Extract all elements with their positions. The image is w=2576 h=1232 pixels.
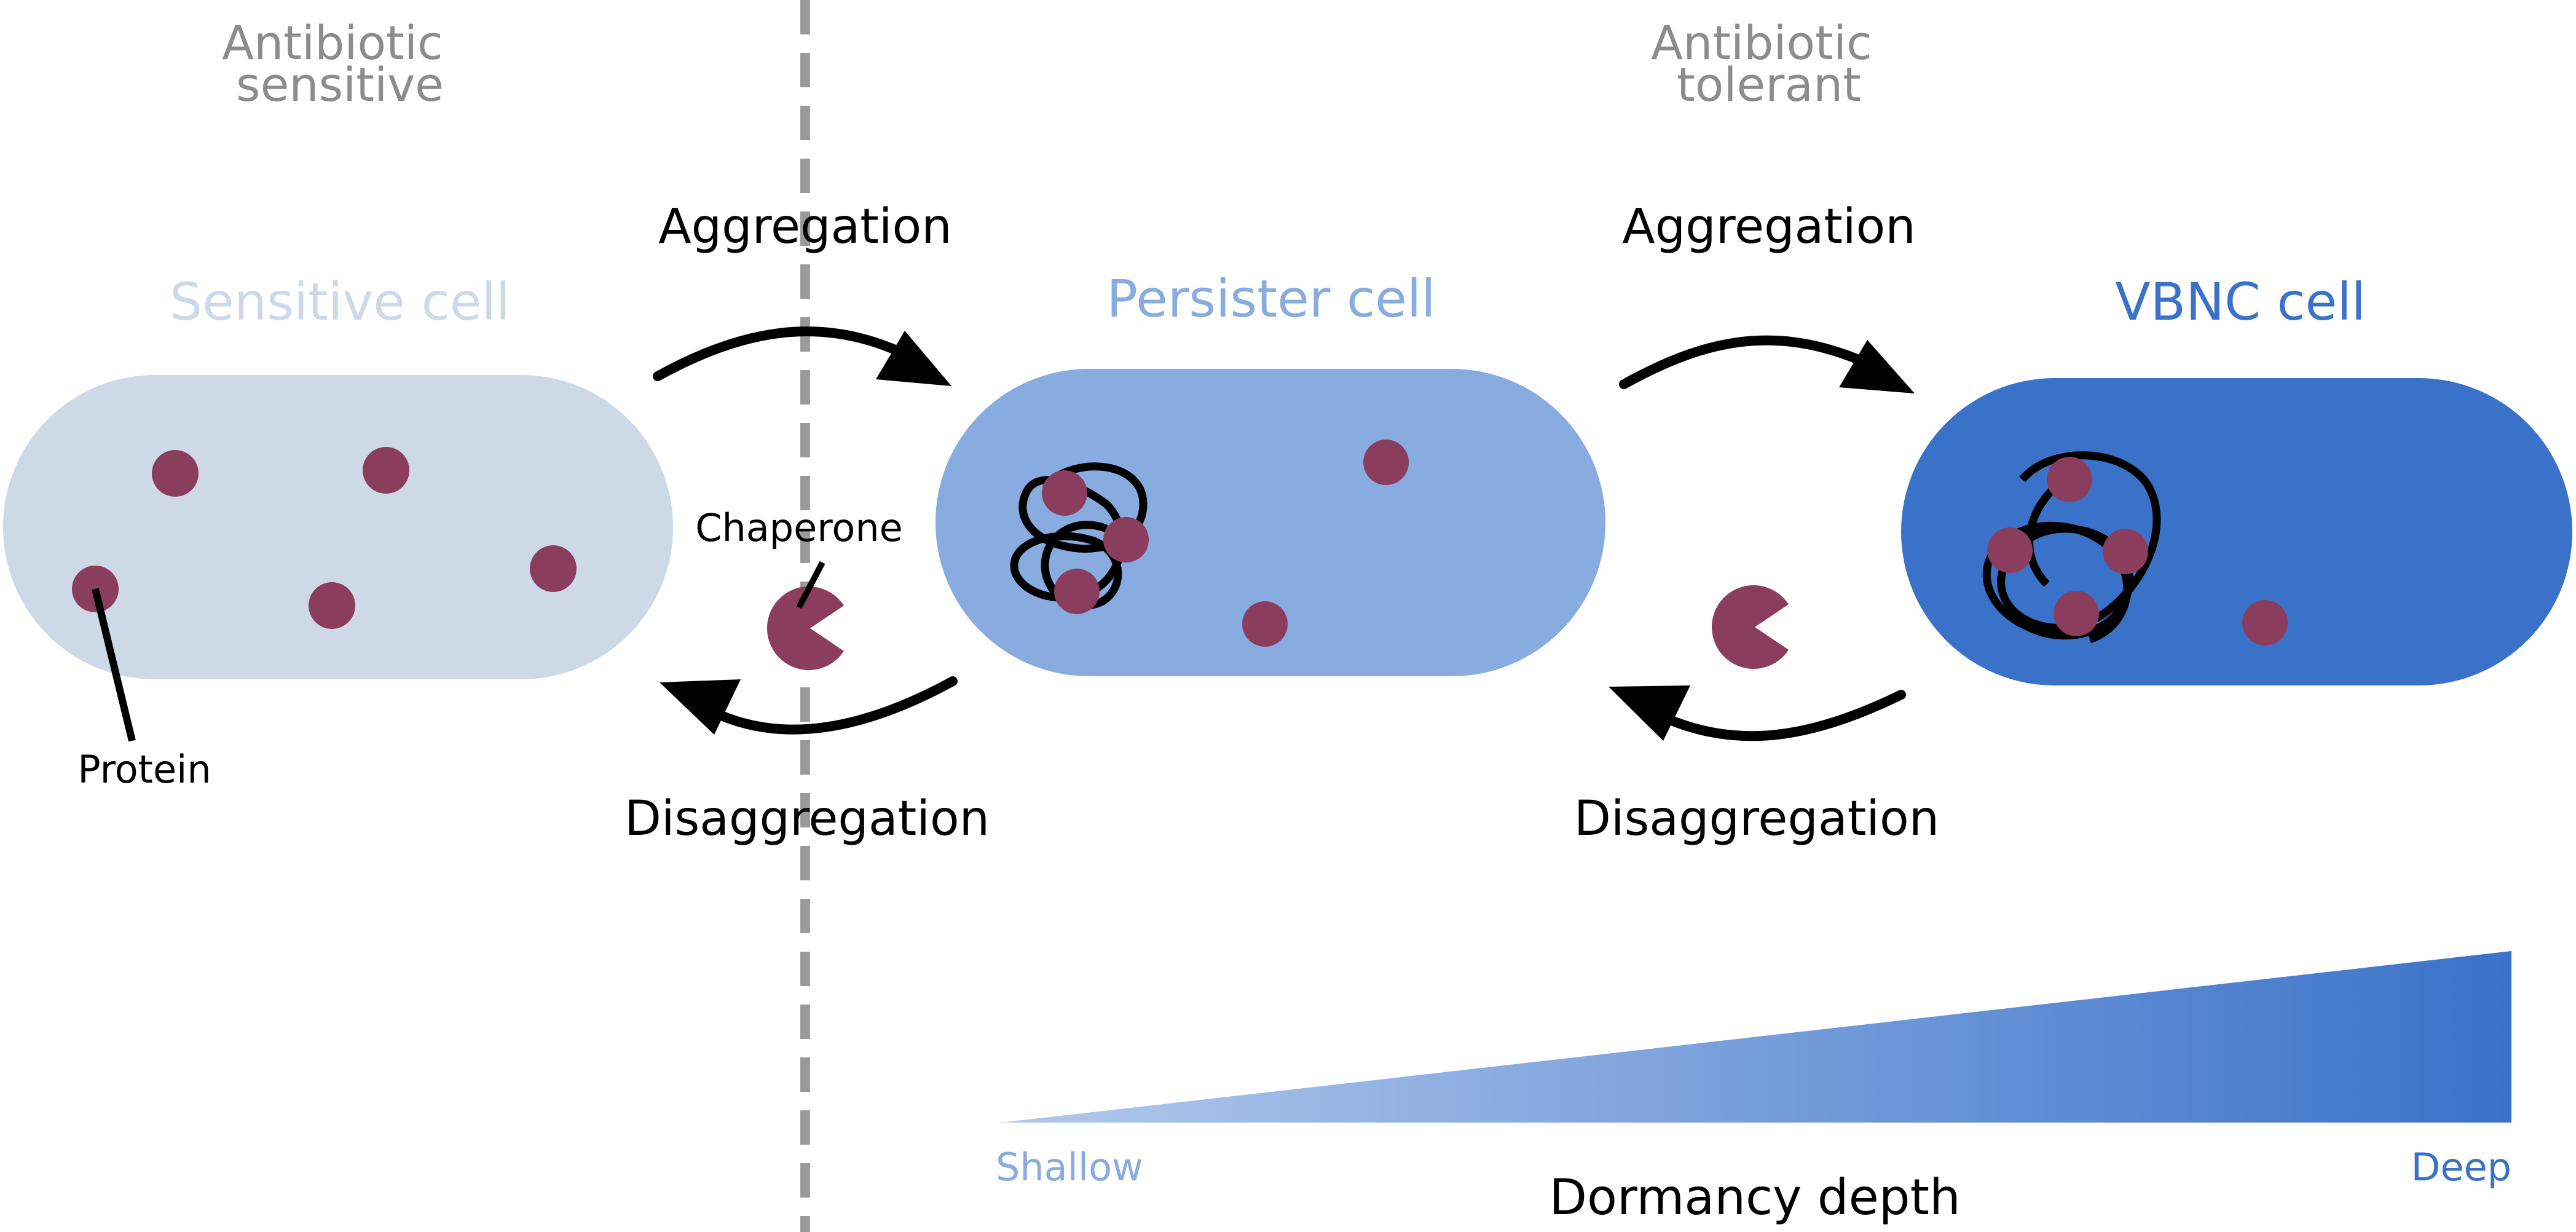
aggregation-arrow-right [1619, 335, 1873, 389]
protein-pointer-line [92, 588, 136, 742]
protein-dot [152, 450, 199, 497]
region-header-tolerant: Antibiotic tolerant [1651, 15, 1887, 112]
dormancy-depth-wedge [1001, 951, 2511, 1123]
protein-dot [1042, 470, 1087, 516]
region-header-sensitive: Antibiotic sensitive [222, 15, 458, 112]
cell-label-sensitive: Sensitive cell [170, 272, 510, 332]
vbnc-cell-proteins [1987, 457, 2288, 646]
protein-dot [2242, 600, 2288, 646]
protein-dot [530, 545, 577, 592]
chaperone-annotation: Chaperone [695, 505, 903, 550]
chaperone-icon [766, 586, 844, 670]
protein-dot [363, 447, 409, 494]
cell-label-vbnc: VBNC cell [2115, 272, 2366, 332]
protein-dot [1103, 517, 1149, 563]
dormancy-high-label: Deep [2411, 1145, 2511, 1190]
disaggregation-arrow-left [708, 676, 958, 735]
disaggregation-arrow-right [1661, 690, 1906, 741]
persister-cell-proteins [1042, 440, 1409, 647]
disaggregation-arrowhead-left [660, 679, 741, 735]
chaperone-icon [1711, 585, 1789, 669]
chaperone-pointer-line [796, 561, 825, 609]
dormancy-axis-label: Dormancy depth [1549, 1169, 1960, 1226]
protein-dot [2047, 457, 2092, 502]
aggregation-arrowhead-left [876, 331, 951, 386]
aggregation-arrow-left [653, 326, 908, 381]
transition-label-aggregation-left: Aggregation [658, 199, 951, 255]
protein-dot [1054, 569, 1100, 614]
protein-dot [1242, 601, 1288, 647]
aggregation-arrowhead-right [1839, 340, 1915, 393]
protein-dot [2054, 591, 2099, 636]
protein-dot [1987, 527, 2033, 573]
transition-label-disaggregation-left: Disaggregation [624, 791, 990, 847]
disaggregation-arrowhead-right [1609, 685, 1690, 741]
transition-label-disaggregation-right: Disaggregation [1574, 791, 1939, 847]
transition-label-aggregation-right: Aggregation [1622, 199, 1915, 255]
protein-annotation: Protein [77, 747, 211, 792]
cell-label-persister: Persister cell [1106, 269, 1435, 329]
protein-dot [1363, 440, 1409, 485]
sensitive-cell-proteins [72, 447, 577, 629]
protein-dot [2103, 529, 2148, 574]
protein-dot [309, 582, 355, 629]
dormancy-low-label: Shallow [996, 1145, 1143, 1190]
